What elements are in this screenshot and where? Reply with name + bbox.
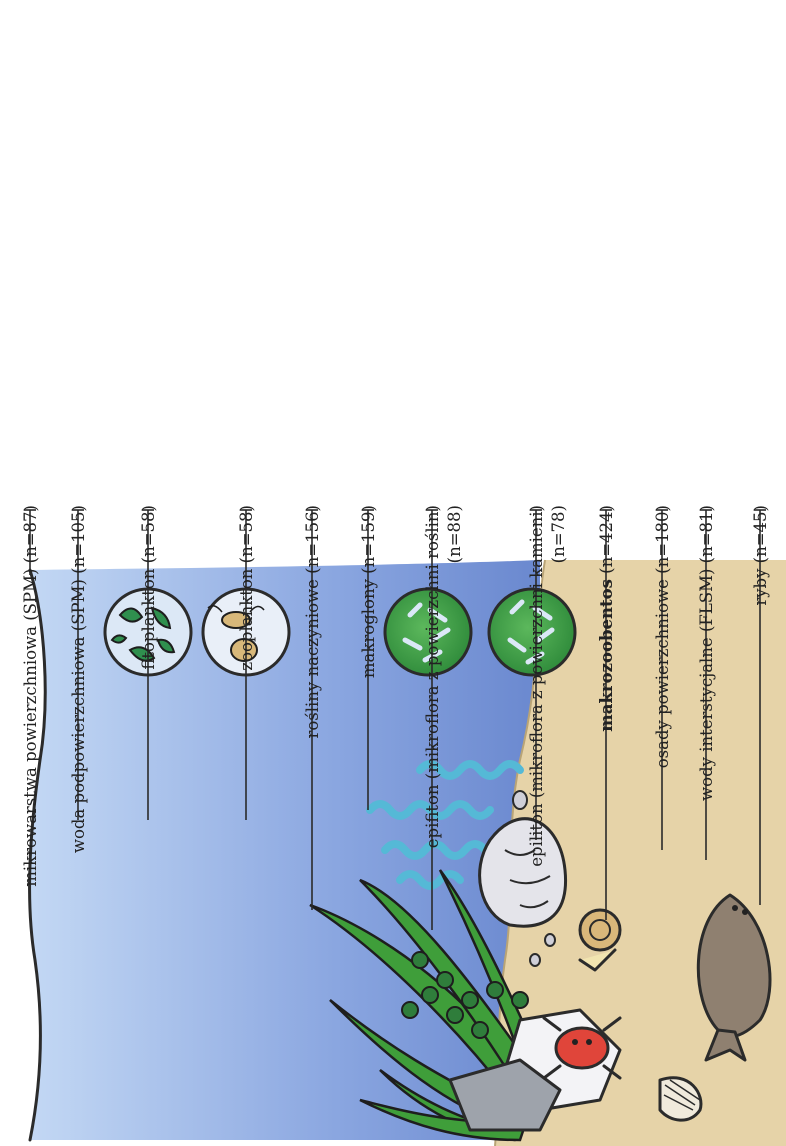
label-subsurface-water: woda podpowierzchniowa (SPM) (n=105) <box>69 505 88 853</box>
stone-icon <box>480 819 566 926</box>
label-microlayer: mikrowarstwa powierzchniowa (SPM) (n=87) <box>21 505 40 887</box>
label-text-vascular-plants: rośliny naczyniowe (n=156) <box>303 505 322 739</box>
label-text-phytoplankton: fitoplankton (n=58) <box>139 505 158 670</box>
label-text-epiphyton-n: (n=88) <box>445 505 464 563</box>
label-text-macrozoobenthos-bold: makrozoobentos <box>597 579 616 732</box>
label-text-epiphyton: epifiton (mikroflora z powierzchni rośli… <box>423 505 442 848</box>
label-text-epilithon-n: (n=78) <box>549 505 568 563</box>
label-text-macrozoobenthos-n: (n=424) <box>597 505 616 579</box>
crab-icon <box>544 1018 620 1078</box>
label-text-subsurface-water: woda podpowierzchniowa (SPM) (n=105) <box>69 505 88 853</box>
label-text-interstitial-waters: wody interstycjalne (FLSM) (n=81) <box>697 505 716 801</box>
label-text-microlayer: mikrowarstwa powierzchniowa (SPM) (n=87) <box>21 505 40 887</box>
label-text-zooplankton: zooplankton (n=58) <box>237 505 256 671</box>
label-text-macrozoobenthos: makrozoobentos (n=424) <box>597 505 616 732</box>
label-text-fish: ryby (n=45) <box>751 505 770 606</box>
label-text-epilithon: epiliton (mikroflora z powierzchni kamie… <box>527 505 546 867</box>
label-text-macroalgae: makroglony (n=159) <box>359 505 378 678</box>
label-text-surface-sediments: osady powierzchniowe (n=180) <box>653 505 672 768</box>
